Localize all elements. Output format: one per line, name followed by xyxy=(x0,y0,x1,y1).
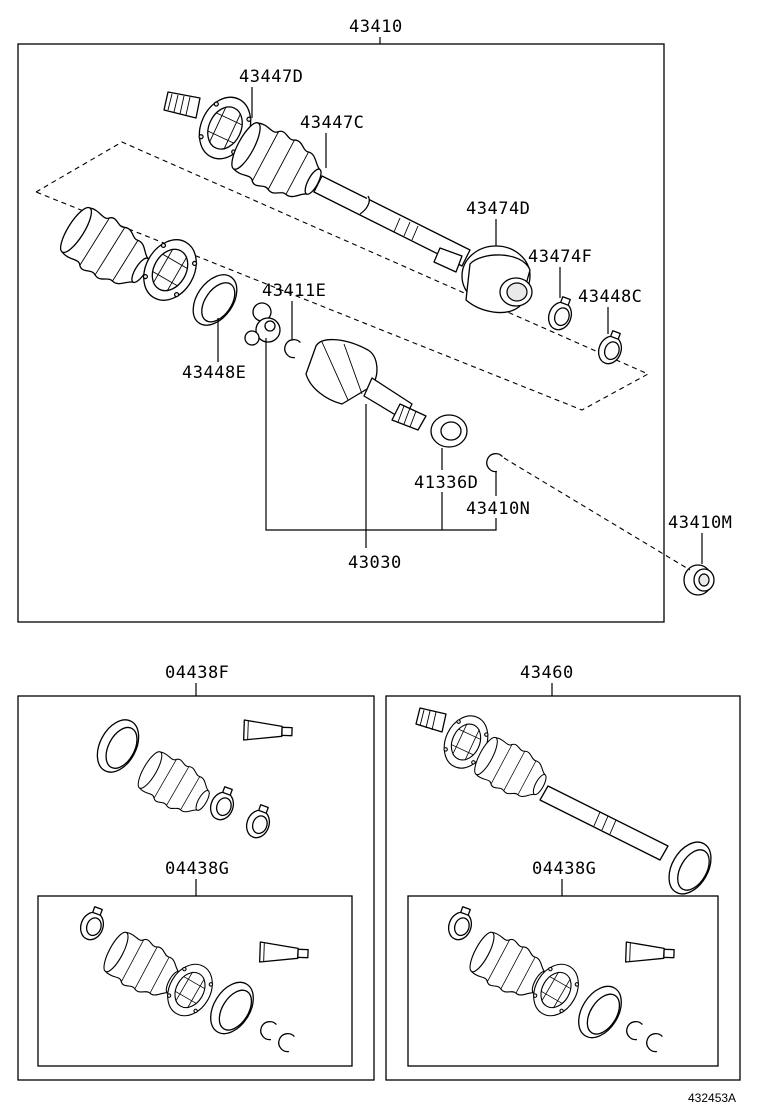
sub-right-grease-tube xyxy=(625,941,675,965)
callout-43410M: 43410M xyxy=(668,513,732,533)
snap-ring-43410N xyxy=(483,450,504,474)
dust-seal-41336D xyxy=(430,414,468,448)
callout-43448E: 43448E xyxy=(182,363,246,383)
snap-ring-43411E xyxy=(281,336,302,360)
inner-tulip-housing xyxy=(305,339,427,431)
sub-right-small-clamp xyxy=(444,903,478,944)
dynamic-damper xyxy=(461,245,533,314)
sub-left-snap-ring-2 xyxy=(275,1030,296,1054)
outer-cv-joint-shaft xyxy=(163,88,471,273)
sub-left-small-clamp xyxy=(76,903,110,944)
sub-right-snap-ring-2 xyxy=(643,1030,664,1054)
kit-left-grease-tube xyxy=(243,719,293,743)
callout-04438F: 04438F xyxy=(165,663,229,683)
kit-left-boot xyxy=(131,745,219,824)
callout-43474D: 43474D xyxy=(466,199,530,219)
callout-43410: 43410 xyxy=(349,17,403,37)
callout-43447C: 43447C xyxy=(300,113,364,133)
sub-kit-frame-right xyxy=(407,895,719,1067)
kit-left-small-clamp-1 xyxy=(206,783,240,824)
sub-right-snap-ring-1 xyxy=(623,1018,644,1042)
leader-bracket-43030 xyxy=(265,338,497,548)
callout-41336D: 41336D xyxy=(414,473,478,493)
callout-43460: 43460 xyxy=(520,663,574,683)
callout-04438G-right: 04438G xyxy=(532,859,596,879)
callout-43474F: 43474F xyxy=(528,247,592,267)
sub-right-band-clamp xyxy=(569,978,631,1046)
clamp-43448C xyxy=(594,327,628,368)
callout-43411E: 43411E xyxy=(262,281,326,301)
sub-kit-frame-left xyxy=(37,895,353,1067)
sub-left-grease-tube xyxy=(259,941,309,965)
callout-43447D: 43447D xyxy=(239,67,303,87)
callout-43030: 43030 xyxy=(348,553,402,573)
kit-left-band-clamp xyxy=(88,712,148,780)
callout-43448C: 43448C xyxy=(578,287,642,307)
bearing-43410M xyxy=(683,564,715,596)
callout-04438G-left: 04438G xyxy=(165,859,229,879)
kit-frame-right xyxy=(385,695,741,1081)
kit-left-small-clamp-2 xyxy=(242,801,276,842)
damper-clamp-43474F xyxy=(544,293,578,334)
kit-right-outer-joint-shaft xyxy=(415,707,721,902)
inner-joint-group-boundary xyxy=(34,141,650,411)
callout-43410N: 43410N xyxy=(466,499,530,519)
tripod-joint xyxy=(244,302,281,346)
figure-number: 432453A xyxy=(688,1091,736,1105)
assembly-frame xyxy=(17,43,665,623)
sub-left-snap-ring-1 xyxy=(257,1018,278,1042)
